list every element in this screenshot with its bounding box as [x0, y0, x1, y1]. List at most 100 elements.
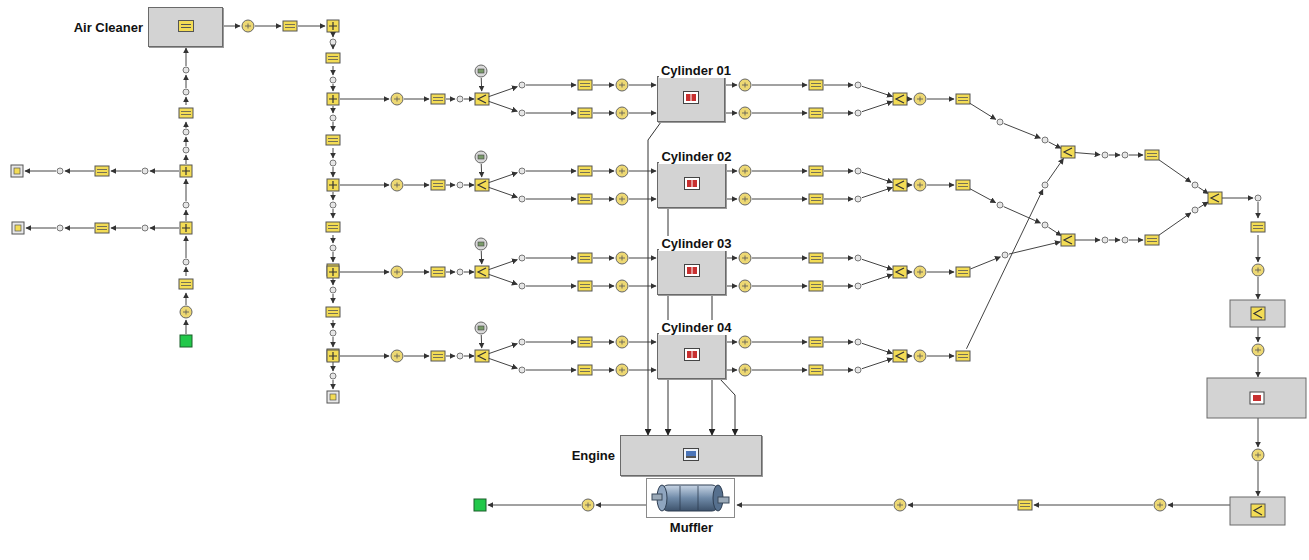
pipe-line — [824, 370, 853, 371]
component-icon — [739, 107, 751, 119]
pipe-line — [186, 155, 187, 164]
block-label: Muffler — [668, 520, 715, 535]
pipe-line — [1159, 160, 1191, 183]
pipe-line — [862, 86, 893, 96]
component-icon — [519, 367, 525, 373]
pipe-line — [446, 356, 455, 357]
component-icon — [739, 165, 751, 177]
component-icon — [431, 180, 445, 190]
pipe-line — [927, 356, 954, 357]
component-icon — [616, 252, 628, 264]
pipe-line — [464, 185, 474, 186]
component-icon — [578, 281, 592, 291]
component-icon — [179, 279, 193, 289]
pipe-line — [726, 171, 737, 172]
component-icon — [739, 364, 751, 376]
pipe-line — [1258, 277, 1259, 299]
block-label: Cylinder 03 — [659, 236, 733, 251]
pipe-line — [1258, 462, 1259, 496]
pipe-line — [25, 171, 56, 172]
component-icon — [475, 266, 489, 278]
pipe-line — [223, 26, 240, 27]
component-icon — [330, 115, 336, 121]
pipe-line — [737, 505, 893, 506]
pipe-line — [970, 189, 996, 203]
component-icon — [914, 179, 926, 191]
component-icon — [855, 367, 861, 373]
component-icon — [283, 21, 297, 31]
pipe-line — [1075, 153, 1100, 155]
component-icon — [475, 65, 487, 77]
pipe-line — [908, 505, 1017, 506]
component-icon — [1061, 234, 1075, 246]
block-label: Engine — [570, 448, 617, 463]
component-icon — [809, 194, 823, 204]
component-icon — [242, 20, 254, 32]
pipe-line — [966, 190, 1042, 349]
pipe-line — [333, 337, 334, 347]
component-icon — [809, 166, 823, 176]
component-icon — [1145, 150, 1159, 160]
pipe-line — [593, 342, 614, 343]
component-icon — [95, 223, 109, 233]
pipe-line — [333, 209, 334, 218]
component-icon — [1042, 182, 1048, 188]
component-icon — [183, 129, 189, 135]
pipe-line — [333, 192, 334, 200]
block-icon — [684, 347, 700, 365]
component-icon — [475, 93, 489, 105]
pipe-line — [907, 356, 912, 357]
component-icon — [57, 225, 63, 231]
pipe-line — [629, 113, 656, 114]
component-icon — [391, 266, 403, 278]
pipe-line — [752, 370, 807, 371]
pipe-line — [526, 370, 576, 371]
component-icon — [519, 255, 525, 261]
pipe-line — [489, 260, 518, 270]
component-icon — [330, 287, 336, 293]
muffler-box: Muffler — [646, 478, 735, 518]
pipe-line — [489, 87, 518, 97]
component-icon — [739, 193, 751, 205]
pipe-line — [481, 335, 482, 348]
component-icon — [855, 168, 861, 174]
pipe-line — [526, 258, 576, 259]
pipe-line — [489, 173, 518, 183]
component-icon — [956, 180, 970, 190]
component-icon — [578, 80, 592, 90]
pipe-line — [1258, 418, 1259, 447]
cylinder-box: Cylinder 02 — [657, 162, 726, 208]
component-icon — [809, 281, 823, 291]
cylinder-box: Cylinder 04 — [657, 333, 726, 379]
pipe-line — [862, 275, 893, 285]
pipe-line — [65, 171, 94, 172]
pipe-line — [862, 259, 893, 269]
pipe-line — [404, 185, 429, 186]
component-icon — [327, 349, 339, 361]
pipe-line — [1049, 142, 1061, 148]
component-icon — [330, 202, 336, 208]
component-icon — [11, 165, 23, 177]
component-icon — [855, 196, 861, 202]
component-icon — [327, 391, 339, 403]
component-icon — [327, 179, 339, 191]
component-icon — [893, 179, 907, 191]
pipe-line — [1009, 242, 1060, 254]
component-icon — [519, 168, 525, 174]
component-icon — [330, 330, 336, 336]
pipe-line — [862, 343, 893, 353]
pipe-line — [526, 171, 576, 172]
component-icon — [1192, 182, 1198, 188]
pipe-line — [340, 99, 389, 100]
pipe-line — [752, 258, 807, 259]
pipe-line — [824, 199, 853, 200]
component-icon — [855, 255, 861, 261]
pipe-line — [1198, 187, 1208, 193]
pipe-line — [862, 359, 893, 369]
pipe-line — [824, 113, 853, 114]
component-icon — [431, 267, 445, 277]
component-icon — [1252, 449, 1264, 461]
component-boxes — [1207, 300, 1306, 525]
component-icon — [183, 202, 189, 208]
component-icon — [327, 93, 339, 105]
